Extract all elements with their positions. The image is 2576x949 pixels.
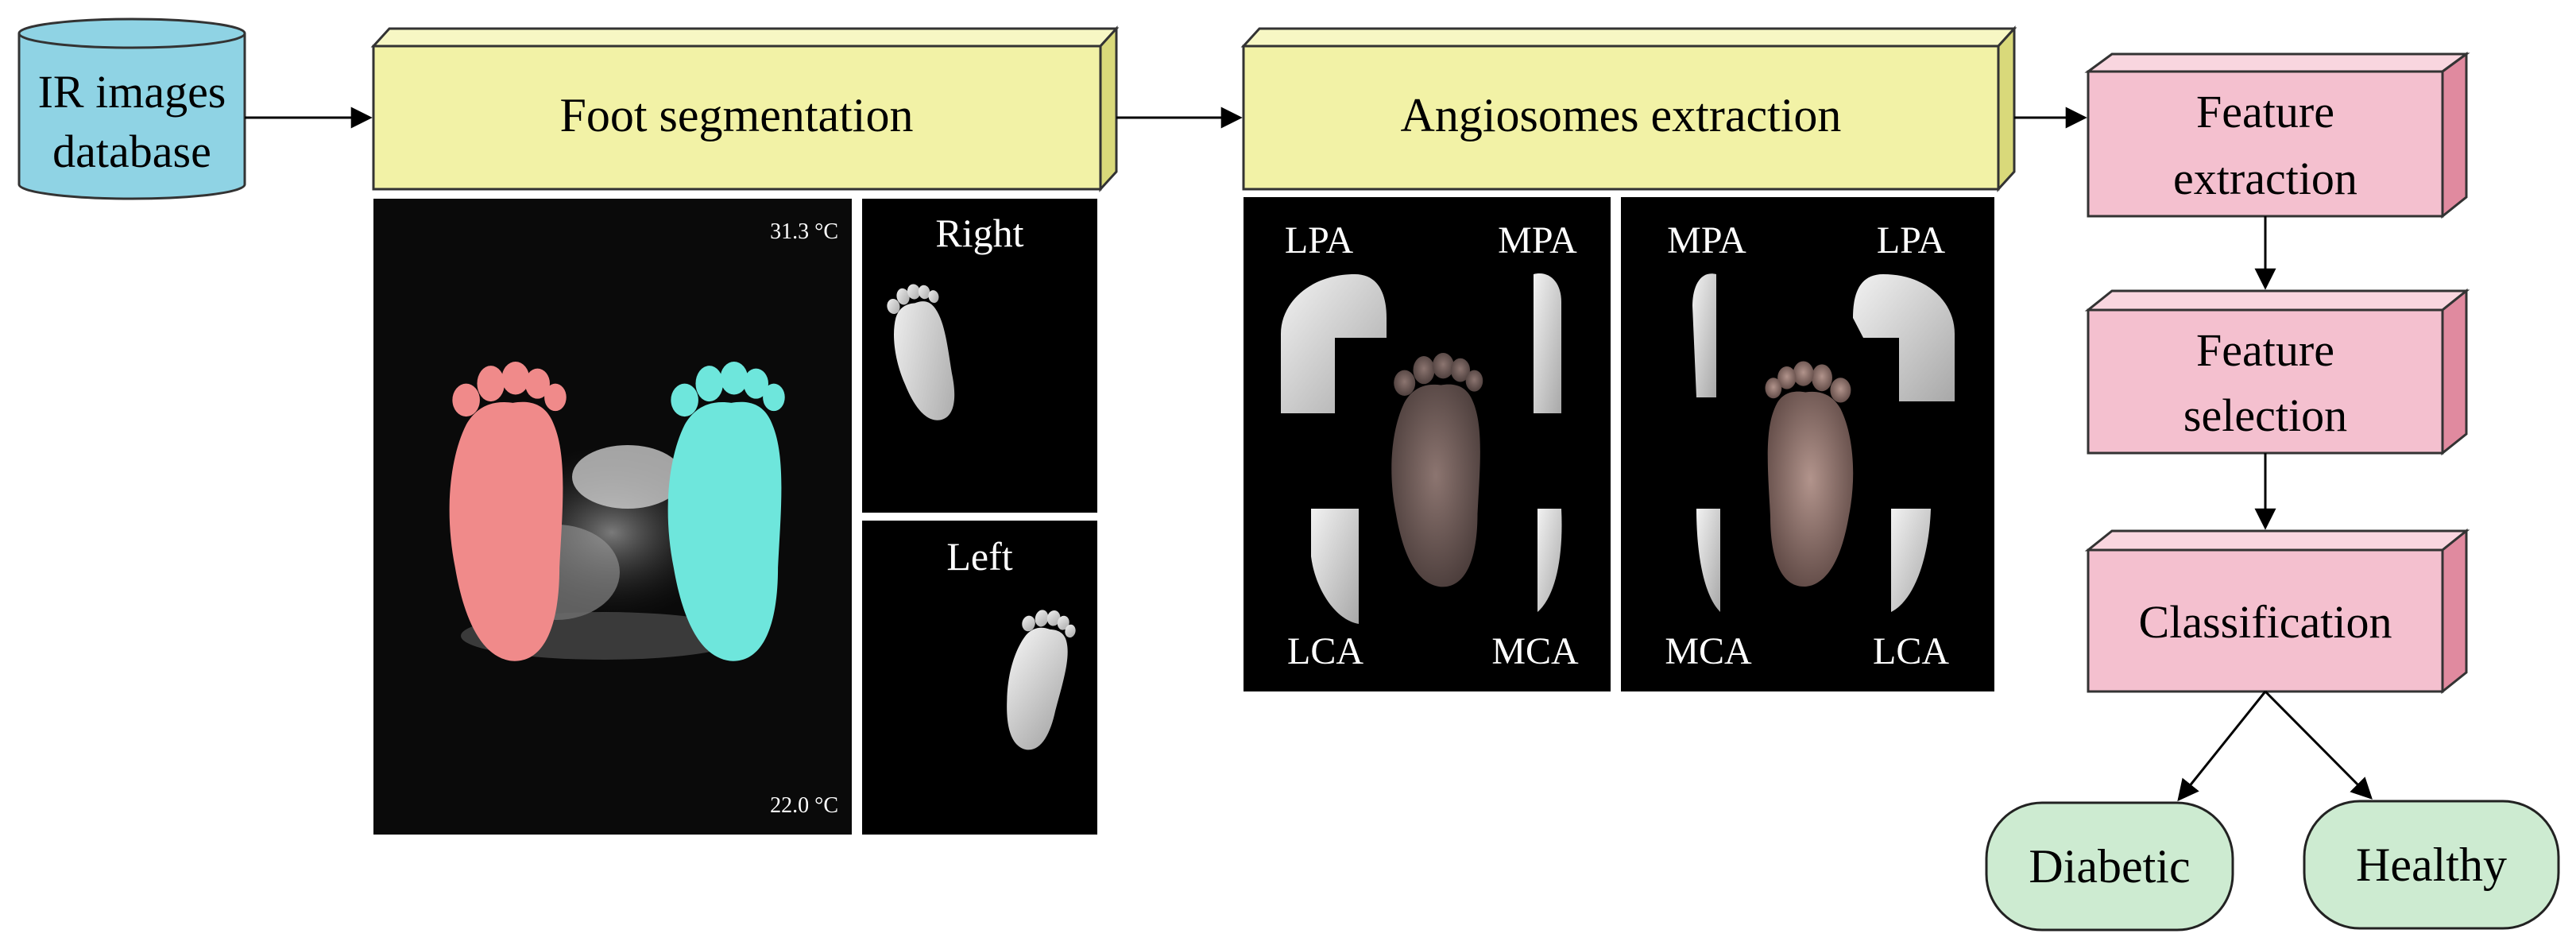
lca-fragment bbox=[1311, 509, 1359, 624]
thermal-image-panel: 31.3 °C 22.0 °C bbox=[373, 199, 852, 835]
diabetic-outcome: Diabetic bbox=[1985, 801, 2234, 932]
right-panel-label: Right bbox=[935, 211, 1023, 255]
thermal-min-temp: 22.0 °C bbox=[770, 793, 838, 818]
mpa-fragment bbox=[1534, 273, 1561, 413]
classification-box: Classification bbox=[2084, 528, 2470, 695]
lpa-fragment-2 bbox=[1853, 274, 1955, 401]
angiosomes-extraction-label: Angiosomes extraction bbox=[1401, 89, 1842, 141]
feature-selection-box: Feature selection bbox=[2084, 288, 2470, 456]
flow-arrows bbox=[245, 107, 2373, 802]
angiosome-1-top-right: MPA bbox=[1498, 219, 1577, 261]
arrow-classification-to-diabetic bbox=[2177, 691, 2267, 802]
feature-selection-label-line1: Feature bbox=[2196, 324, 2334, 376]
angiosomes-extraction-box: Angiosomes extraction bbox=[1240, 25, 2017, 192]
feature-extraction-label-line1: Feature bbox=[2196, 86, 2334, 138]
thermal-max-temp: 31.3 °C bbox=[770, 219, 838, 244]
arrow-classification-to-healthy bbox=[2264, 690, 2373, 800]
lca-fragment-2 bbox=[1891, 509, 1931, 612]
healthy-label: Healthy bbox=[2356, 839, 2507, 891]
mpa-fragment-2 bbox=[1692, 273, 1716, 397]
feature-extraction-label-line2: extraction bbox=[2173, 153, 2357, 204]
database-label-line2: database bbox=[52, 126, 211, 177]
classification-label: Classification bbox=[2139, 596, 2392, 648]
diabetic-label: Diabetic bbox=[2029, 840, 2190, 893]
database-label-line1: IR images bbox=[38, 66, 226, 118]
angiosome-1-bottom-right: MCA bbox=[1491, 630, 1579, 672]
angiosome-panel-2: MPA LPA MCA LCA bbox=[1621, 197, 1994, 691]
mca-fragment bbox=[1537, 509, 1562, 612]
left-panel-label: Left bbox=[946, 534, 1012, 579]
angiosome-panel-1: LPA MPA LCA MCA bbox=[1244, 197, 1611, 691]
feature-extraction-box: Feature extraction bbox=[2084, 52, 2470, 219]
angiosome-2-bottom-right: LCA bbox=[1873, 630, 1949, 672]
angiosome-2-top-right: LPA bbox=[1877, 219, 1946, 261]
feature-selection-label-line2: selection bbox=[2183, 389, 2347, 441]
left-foot-panel: Left bbox=[862, 521, 1097, 835]
angiosome-2-top-left: MPA bbox=[1667, 219, 1746, 261]
angiosome-2-bottom-left: MCA bbox=[1665, 630, 1752, 672]
foot-segmentation-box: Foot segmentation bbox=[370, 25, 1120, 192]
healthy-outcome: Healthy bbox=[2303, 800, 2560, 930]
right-foot-panel: Right bbox=[862, 199, 1097, 513]
database-node: IR images database bbox=[17, 17, 246, 200]
angiosome-1-bottom-left: LCA bbox=[1287, 630, 1363, 672]
foot-segmentation-label: Foot segmentation bbox=[560, 89, 914, 141]
lpa-fragment bbox=[1281, 274, 1387, 413]
angiosome-1-top-left: LPA bbox=[1285, 219, 1354, 261]
mca-fragment-2 bbox=[1696, 509, 1720, 612]
